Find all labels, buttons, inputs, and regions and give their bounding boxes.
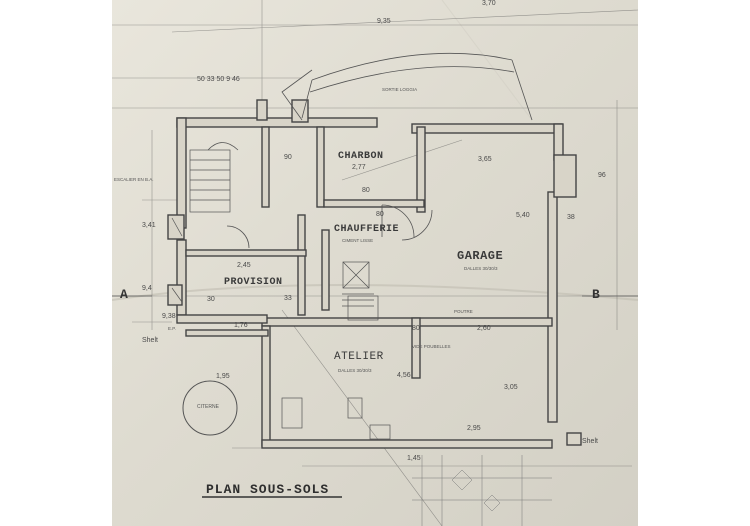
dim-80c: 80 — [412, 325, 420, 332]
dim-1-45: 1,45 — [407, 455, 421, 462]
note-sortie-loggia: SORTIE LOGGIA — [382, 87, 418, 92]
room-label-garage: GARAGE — [457, 249, 504, 263]
dim-1-95: 1,95 — [216, 373, 230, 380]
room-label-provision: PROVISION — [224, 277, 283, 288]
room-label-atelier: ATELIER — [334, 351, 384, 363]
note-dalles-garage: DALLES 30/30/3 — [464, 266, 498, 271]
note-ep: E.P. — [168, 326, 176, 331]
dim-2-45: 2,45 — [237, 262, 251, 269]
dim-garage-width: 3,65 — [478, 156, 492, 163]
dim-90: 90 — [284, 154, 292, 161]
dim-96: 96 — [598, 172, 606, 179]
dim-3-41: 3,41 — [142, 222, 156, 229]
dim-9-38: 9,38 — [162, 313, 176, 320]
note-shelt-left: Shelt — [142, 337, 158, 344]
dim-top-total: 9,35 — [377, 18, 391, 25]
note-escalier: ESCALIER EN B.A. — [114, 177, 154, 182]
note-dalles-atelier: DALLES 30/30/3 — [338, 368, 372, 373]
section-mark-b: B — [592, 287, 600, 302]
section-mark-a: A — [120, 287, 128, 302]
dim-charbon-width: 2,77 — [352, 164, 366, 171]
dim-9-4: 9,4 — [142, 285, 152, 292]
note-ciment-lisse: CIMENT LISSE — [342, 238, 374, 243]
dim-1-76: 1,76 — [234, 322, 248, 329]
dim-top-right: 3,70 — [482, 0, 496, 7]
dim-30: 30 — [207, 296, 215, 303]
dim-80b: 80 — [376, 211, 384, 218]
plan-title: PLAN SOUS-SOLS — [206, 482, 330, 497]
room-label-charbon: CHARBON — [338, 151, 384, 162]
dim-top-row: 50 33 50 9 46 — [197, 76, 240, 83]
dim-garage-height: 5,40 — [516, 212, 530, 219]
dim-38: 38 — [567, 214, 575, 221]
room-label-citerne: CITERNE — [197, 404, 219, 410]
note-poutre: POUTRE — [454, 309, 473, 314]
dim-atelier-height: 3,05 — [504, 384, 518, 391]
dim-33: 33 — [284, 295, 292, 302]
dim-2-60: 2,60 — [477, 325, 491, 332]
note-shelt-right: Shelt — [582, 438, 598, 445]
dim-80: 80 — [362, 187, 370, 194]
blueprint-sheet: CHARBON CHAUFFERIE GARAGE PROVISION ATEL… — [112, 0, 638, 526]
room-label-chaufferie: CHAUFFERIE — [334, 224, 400, 235]
note-vide-poubelles: VIDE POUBELLES — [412, 344, 451, 349]
floor-plan-drawing — [112, 0, 638, 526]
dim-atelier-width: 4,56 — [397, 372, 411, 379]
dim-2-95: 2,95 — [467, 425, 481, 432]
